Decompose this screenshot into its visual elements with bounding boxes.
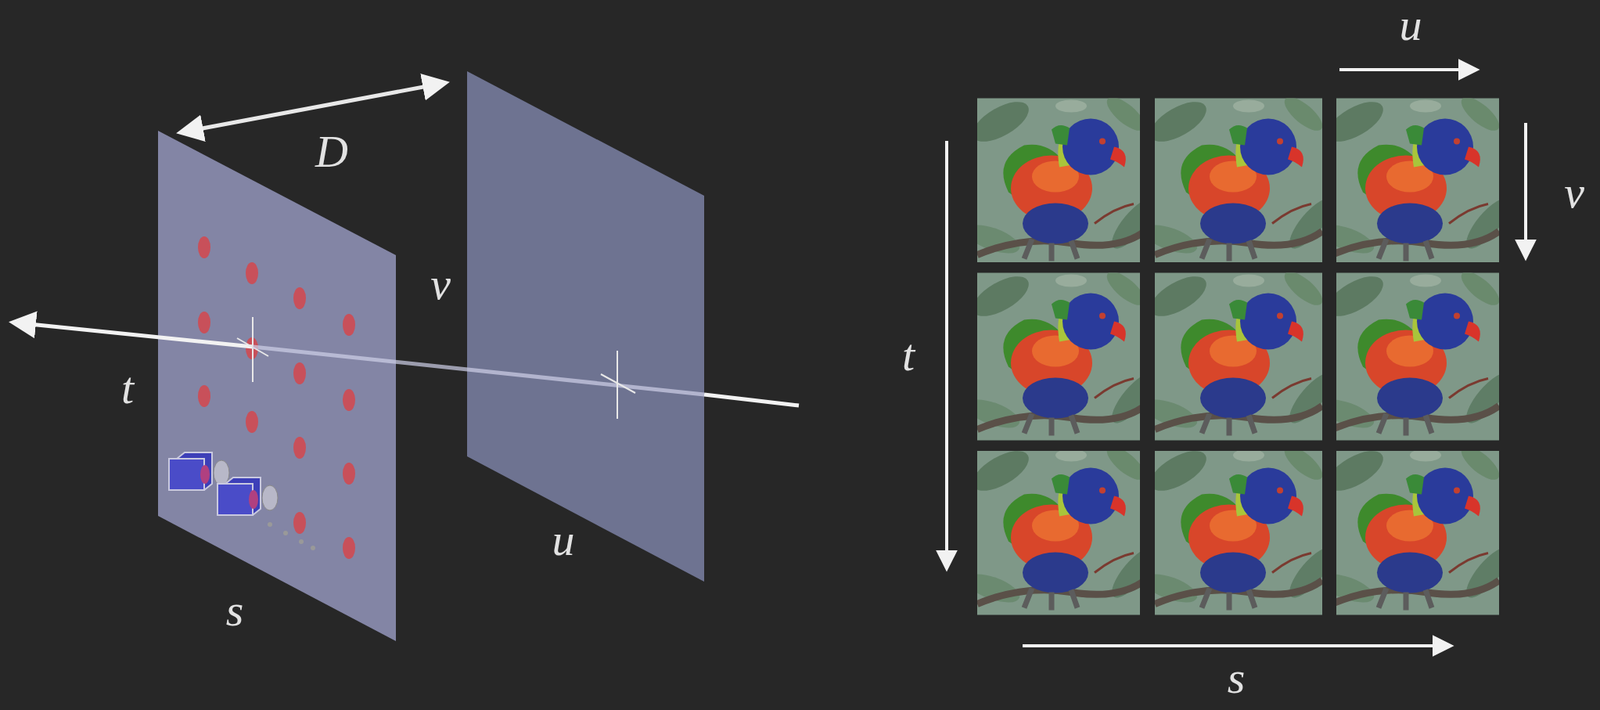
uv-plane bbox=[467, 71, 705, 582]
axis-label: v bbox=[1564, 169, 1585, 216]
ray bbox=[704, 394, 799, 406]
axis-label: t bbox=[121, 365, 134, 411]
axis-label: s bbox=[226, 587, 245, 633]
axis-label: s bbox=[1227, 654, 1246, 701]
axis-label: u bbox=[1399, 2, 1423, 48]
axis-label: v bbox=[430, 261, 451, 307]
axis-label: t bbox=[902, 332, 915, 378]
camera-positions bbox=[197, 236, 356, 559]
axis-label: u bbox=[552, 517, 576, 563]
axis-label: D bbox=[315, 129, 349, 175]
st-plane bbox=[158, 130, 396, 641]
crosshair bbox=[600, 350, 636, 419]
camera-icons bbox=[168, 452, 316, 551]
axis-arrows bbox=[946, 69, 1526, 646]
ray bbox=[252, 346, 705, 395]
sub-aperture-images bbox=[961, 82, 1517, 631]
distance-arrow bbox=[181, 82, 445, 133]
ray bbox=[14, 322, 253, 347]
